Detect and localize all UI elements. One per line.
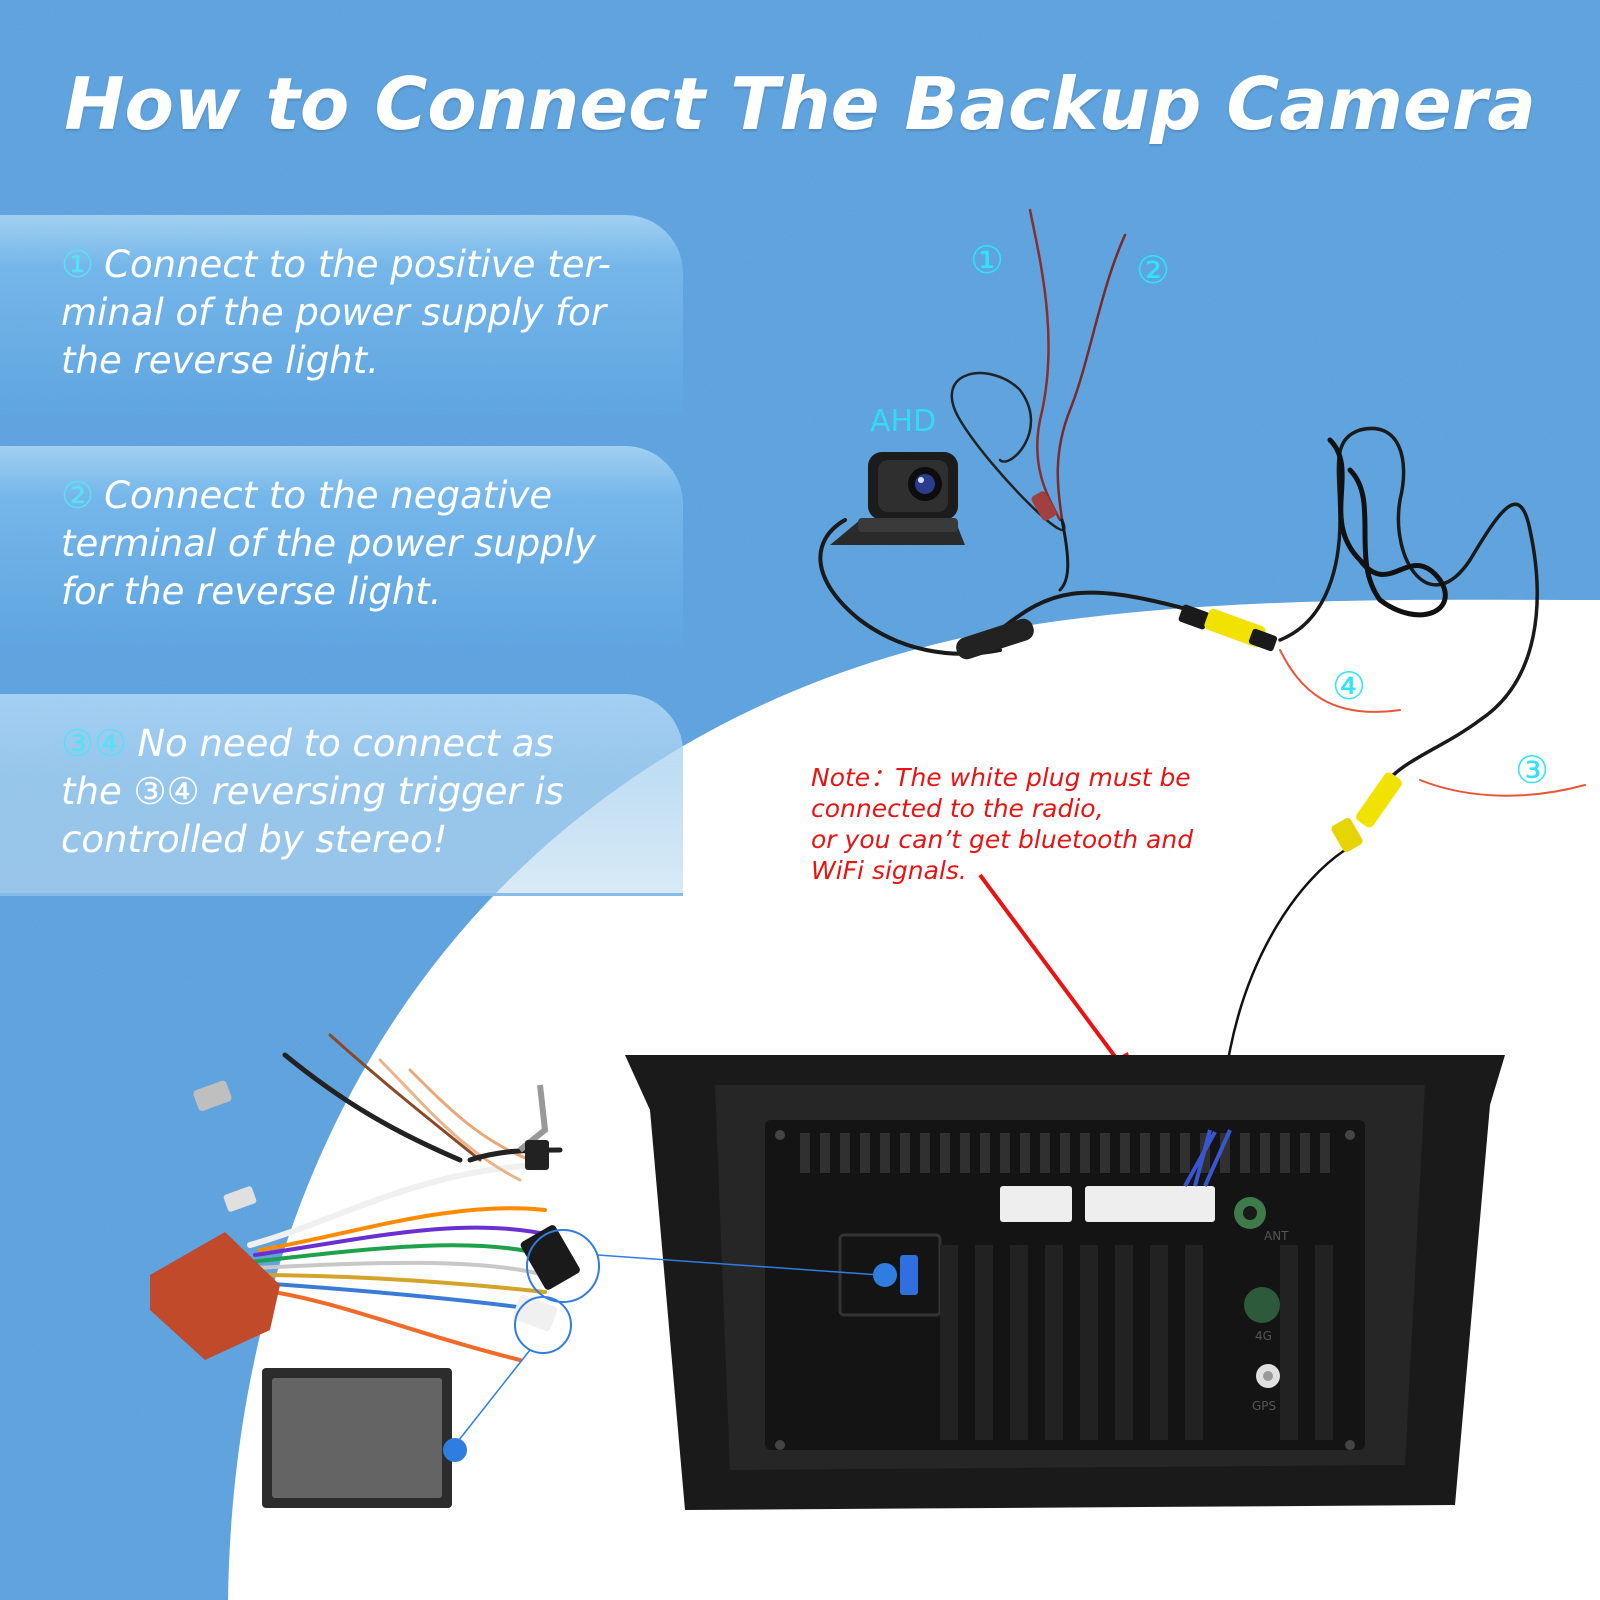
camera — [830, 452, 965, 545]
white-plug-2 — [1085, 1186, 1215, 1222]
red-trigger-wire-3 — [1419, 779, 1586, 797]
camera-label: AHD — [870, 404, 937, 439]
camera-cable — [818, 518, 1002, 656]
note-arrow — [978, 873, 1135, 1085]
step-text-1: Connect to the positive ter- minal of th… — [61, 243, 612, 382]
page-title: How to Connect The Backup Camera — [64, 62, 1536, 146]
canbus-box — [150, 1232, 280, 1360]
white-plug-1 — [1000, 1186, 1072, 1222]
step-number-2: ② — [61, 474, 95, 517]
main-cable — [998, 590, 1192, 632]
wire-to-radio — [1278, 426, 1539, 792]
step-text-2: Connect to the negative terminal of the … — [61, 474, 596, 613]
4g-label: 4G — [1255, 1329, 1272, 1343]
inline-connector — [956, 491, 1057, 660]
power-junction-cable — [1058, 518, 1070, 592]
note-text: Note：The white plug must be connected to… — [811, 763, 1194, 885]
red-wire-2 — [1056, 233, 1127, 522]
ant-label: ANT — [1264, 1229, 1289, 1243]
wire-label-1: ① — [970, 238, 1005, 282]
gps-label: GPS — [1252, 1399, 1276, 1413]
4g-port — [1244, 1287, 1280, 1323]
red-trigger-wire-4 — [1279, 649, 1401, 713]
camera-wiring — [818, 208, 1586, 1162]
wiring-harness — [243, 1033, 563, 1362]
step-number-1: ① — [61, 243, 95, 286]
radio-head-unit: ANT 4G GPS — [625, 1055, 1505, 1510]
rca-connector-main — [1178, 604, 1278, 652]
harness-parts — [150, 1080, 580, 1508]
step-text-3: No need to connect as the ③④ reversing t… — [61, 722, 564, 861]
zoom-callouts — [443, 1229, 897, 1462]
coiled-cable — [1327, 437, 1448, 618]
fuse — [900, 1255, 918, 1295]
red-wire-1 — [1028, 208, 1062, 522]
wire-label-4: ④ — [1332, 664, 1367, 708]
heatsink-fins — [800, 1133, 1330, 1173]
step-number-3: ③④ — [61, 722, 128, 765]
rca-connector-radio — [1331, 772, 1402, 853]
wire-label-3: ③ — [1515, 748, 1550, 792]
wire-label-2: ② — [1136, 248, 1171, 292]
